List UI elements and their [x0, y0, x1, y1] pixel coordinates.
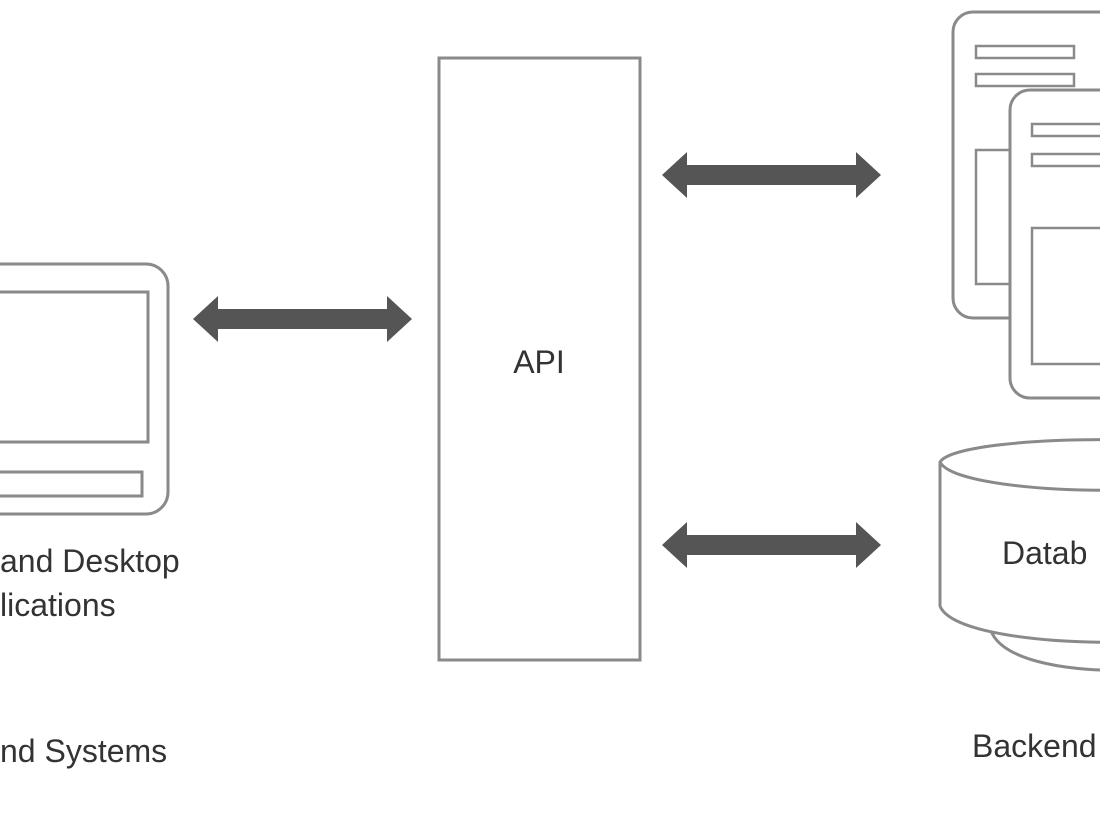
api-server-arrow — [662, 152, 881, 198]
laptop-keyboard-bar — [0, 470, 144, 498]
api-label: API — [513, 344, 565, 380]
client-api-arrow — [193, 296, 412, 342]
laptop-screen — [0, 290, 150, 444]
server-front-slot-1 — [1030, 122, 1100, 138]
backend-group-label: Backend — [972, 728, 1097, 764]
client-group-label: nd Systems — [0, 733, 167, 769]
api-box — [437, 56, 642, 662]
client-caption-line1: and Desktop — [0, 543, 180, 579]
server-back-slot-2 — [974, 72, 1076, 88]
database-top-edge — [938, 461, 1100, 492]
server-front-panel — [1030, 226, 1100, 366]
database-bottom-rim — [988, 627, 1100, 672]
server-back-slot-1 — [974, 44, 1076, 60]
client-caption-line2: lications — [0, 587, 116, 623]
server-front-slot-2 — [1030, 152, 1100, 168]
database-label: Datab — [1002, 535, 1087, 571]
database-icon — [938, 438, 1100, 672]
server-icon-front — [1008, 88, 1100, 400]
api-database-arrow — [662, 522, 881, 568]
desktop-app-icon — [0, 262, 170, 516]
